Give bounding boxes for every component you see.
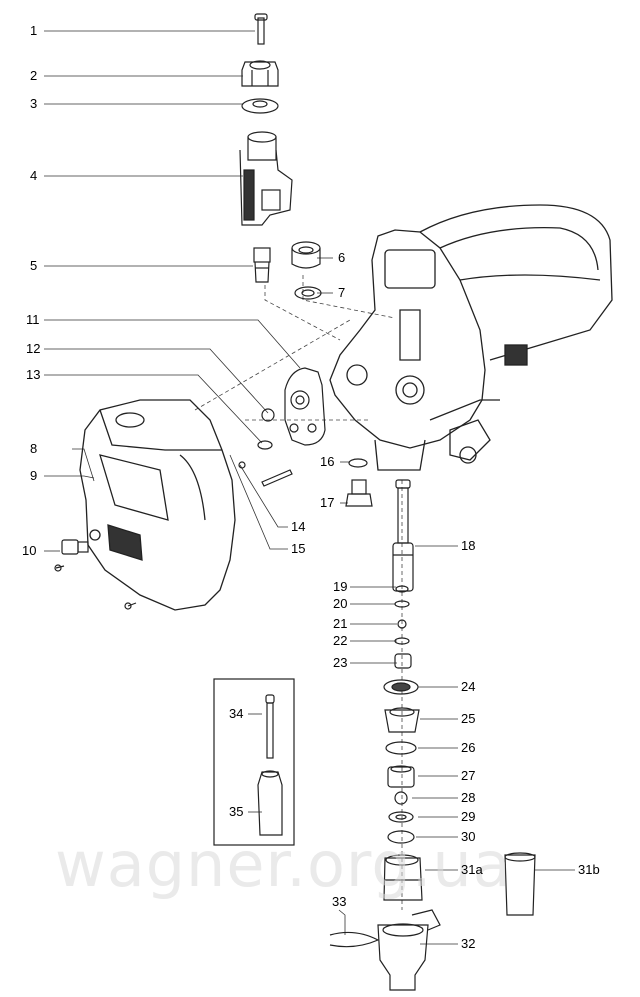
callout-6: 6 xyxy=(338,250,346,265)
leader-lines xyxy=(44,30,575,945)
callout-31a: 31a xyxy=(461,862,483,877)
part-14-pin xyxy=(261,469,293,487)
callout-12: 12 xyxy=(26,341,41,356)
callout-11: 11 xyxy=(26,312,40,327)
assembly-dashed-lines xyxy=(194,275,403,910)
part-22-seat xyxy=(394,637,410,645)
callout-18: 18 xyxy=(461,538,476,553)
callout-5: 5 xyxy=(30,258,38,273)
part-4-housing xyxy=(239,131,293,226)
part-20-washer xyxy=(394,600,410,608)
callout-25: 25 xyxy=(461,711,476,726)
part-32-inlet xyxy=(377,909,441,991)
part-8-cover xyxy=(79,399,236,611)
callout-35: 35 xyxy=(229,804,244,819)
callout-27: 27 xyxy=(461,768,476,783)
callout-31b: 31b xyxy=(578,862,600,877)
part-33-clip xyxy=(329,931,380,948)
kit-box-34-35 xyxy=(213,678,295,846)
part-7-seal xyxy=(294,286,322,300)
callout-19: 19 xyxy=(333,579,348,594)
part-5-nozzle xyxy=(253,247,271,283)
part-1-screw xyxy=(254,13,268,45)
motor-housing xyxy=(329,204,613,471)
part-27-guide xyxy=(387,765,415,788)
part-29-seat xyxy=(388,811,414,823)
part-30-oring xyxy=(387,830,415,844)
callout-13: 13 xyxy=(26,367,41,382)
part-21-ball xyxy=(397,619,407,629)
part-25-cylinder xyxy=(384,707,420,733)
part-28-ball xyxy=(394,791,408,805)
part-23-cup xyxy=(394,653,412,669)
callout-24: 24 xyxy=(461,679,476,694)
callout-2: 2 xyxy=(30,68,38,83)
callout-20: 20 xyxy=(333,596,348,611)
callout-21: 21 xyxy=(333,616,348,631)
callout-28: 28 xyxy=(461,790,476,805)
part-24-packing xyxy=(383,679,419,695)
callout-7: 7 xyxy=(338,285,346,300)
callout-8: 8 xyxy=(30,441,38,456)
callout-17: 17 xyxy=(320,495,335,510)
callout-22: 22 xyxy=(333,633,348,648)
part-11-bracket xyxy=(284,367,326,446)
part-31b-valve-housing xyxy=(504,852,536,916)
callout-15: 15 xyxy=(291,541,306,556)
part-18-piston xyxy=(392,479,414,592)
callout-30: 30 xyxy=(461,829,476,844)
part-16-ring xyxy=(348,458,368,468)
callout-9: 9 xyxy=(30,468,38,483)
callout-3: 3 xyxy=(30,96,38,111)
part-10-fitting xyxy=(54,539,137,610)
callout-1: 1 xyxy=(30,23,38,38)
part-31a-valve-housing xyxy=(383,854,423,901)
callout-10: 10 xyxy=(22,543,37,558)
callout-26: 26 xyxy=(461,740,476,755)
part-19-spring xyxy=(395,585,409,593)
callout-29: 29 xyxy=(461,809,476,824)
watermark: wagner.org.ua xyxy=(55,828,512,901)
part-3-washer xyxy=(241,98,279,114)
part-12-ring xyxy=(261,408,275,422)
callout-33: 33 xyxy=(332,894,347,909)
callout-4: 4 xyxy=(30,168,38,183)
callout-34: 34 xyxy=(229,706,244,721)
part-13-washer xyxy=(257,440,273,450)
part-2-nut xyxy=(241,60,279,87)
part-6-valve xyxy=(291,241,321,269)
part-26-oring xyxy=(385,741,417,755)
callout-23: 23 xyxy=(333,655,348,670)
callout-16: 16 xyxy=(320,454,335,469)
part-15-screw xyxy=(238,461,246,469)
callout-14: 14 xyxy=(291,519,306,534)
part-17-nut xyxy=(345,479,373,507)
callout-32: 32 xyxy=(461,936,476,951)
